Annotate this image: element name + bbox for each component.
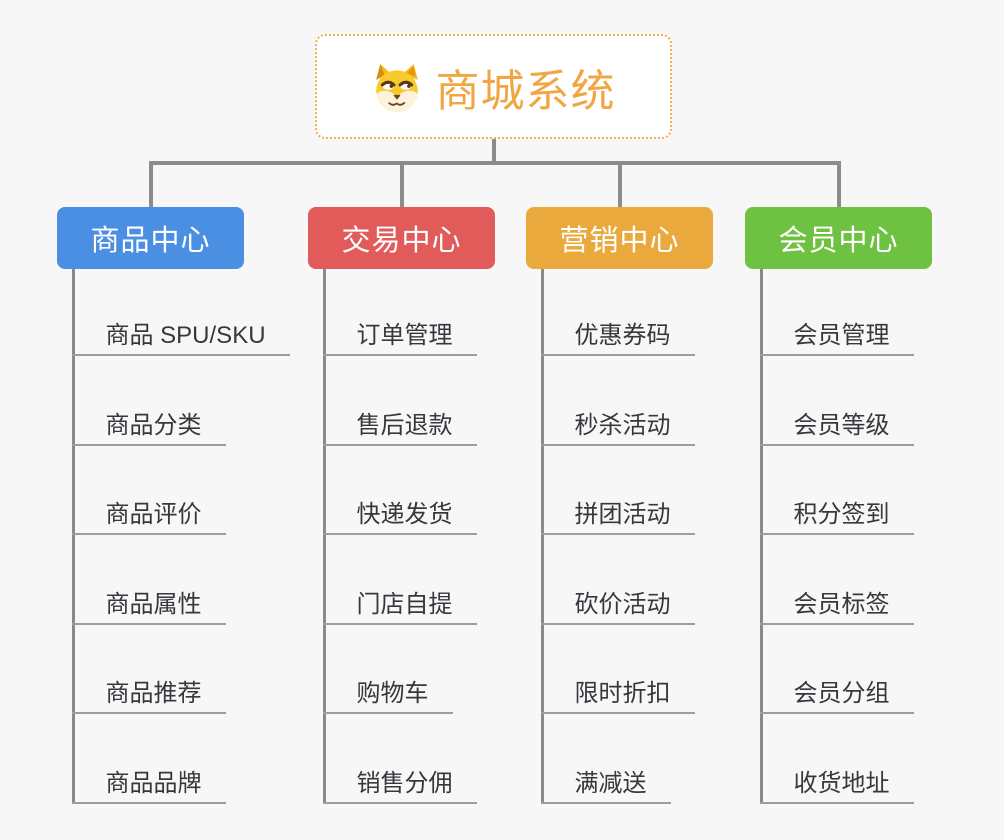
leaf-node[interactable]: 会员管理 <box>759 310 914 356</box>
leaf-node[interactable]: 售后退款 <box>322 400 477 446</box>
column-spine-line <box>71 269 75 804</box>
leaf-node[interactable]: 商品属性 <box>71 579 226 625</box>
leaf-node[interactable]: 商品推荐 <box>71 668 226 714</box>
leaf-node[interactable]: 砍价活动 <box>540 579 695 625</box>
shiba-dog-icon <box>375 63 418 112</box>
branch-node-product-center[interactable]: 商品中心 <box>57 207 244 269</box>
leaf-node[interactable]: 购物车 <box>322 668 453 714</box>
leaf-node[interactable]: 会员等级 <box>759 400 914 446</box>
branch-drop-line <box>618 161 622 207</box>
leaf-node[interactable]: 商品品牌 <box>71 758 226 804</box>
root-connector-line <box>492 139 496 163</box>
leaf-node[interactable]: 销售分佣 <box>322 758 477 804</box>
branch-node-member-center[interactable]: 会员中心 <box>745 207 932 269</box>
leaf-node[interactable]: 拼团活动 <box>540 489 695 535</box>
branch-node-marketing-center[interactable]: 营销中心 <box>526 207 713 269</box>
root-node-mall-system[interactable]: 商城系统 <box>315 34 672 139</box>
branch-node-trade-center[interactable]: 交易中心 <box>308 207 495 269</box>
leaf-node[interactable]: 商品分类 <box>71 400 226 446</box>
column-spine-line <box>322 269 326 804</box>
root-title: 商城系统 <box>435 66 616 116</box>
leaf-node[interactable]: 商品 SPU/SKU <box>71 310 290 356</box>
column-spine-line <box>540 269 544 804</box>
leaf-node[interactable]: 优惠券码 <box>540 310 695 356</box>
leaf-node[interactable]: 门店自提 <box>322 579 477 625</box>
column-spine-line <box>759 269 763 804</box>
leaf-node[interactable]: 积分签到 <box>759 489 914 535</box>
leaf-node[interactable]: 限时折扣 <box>540 668 695 714</box>
leaf-node[interactable]: 秒杀活动 <box>540 400 695 446</box>
leaf-node[interactable]: 收货地址 <box>759 758 914 804</box>
leaf-node[interactable]: 快递发货 <box>322 489 477 535</box>
branch-drop-line <box>400 161 404 207</box>
branch-drop-line <box>149 161 153 207</box>
leaf-node[interactable]: 满减送 <box>540 758 671 804</box>
branch-bus-line <box>149 161 841 165</box>
leaf-node[interactable]: 商品评价 <box>71 489 226 535</box>
leaf-node[interactable]: 订单管理 <box>322 310 477 356</box>
leaf-node[interactable]: 会员分组 <box>759 668 914 714</box>
branch-drop-line <box>837 161 841 207</box>
leaf-node[interactable]: 会员标签 <box>759 579 914 625</box>
